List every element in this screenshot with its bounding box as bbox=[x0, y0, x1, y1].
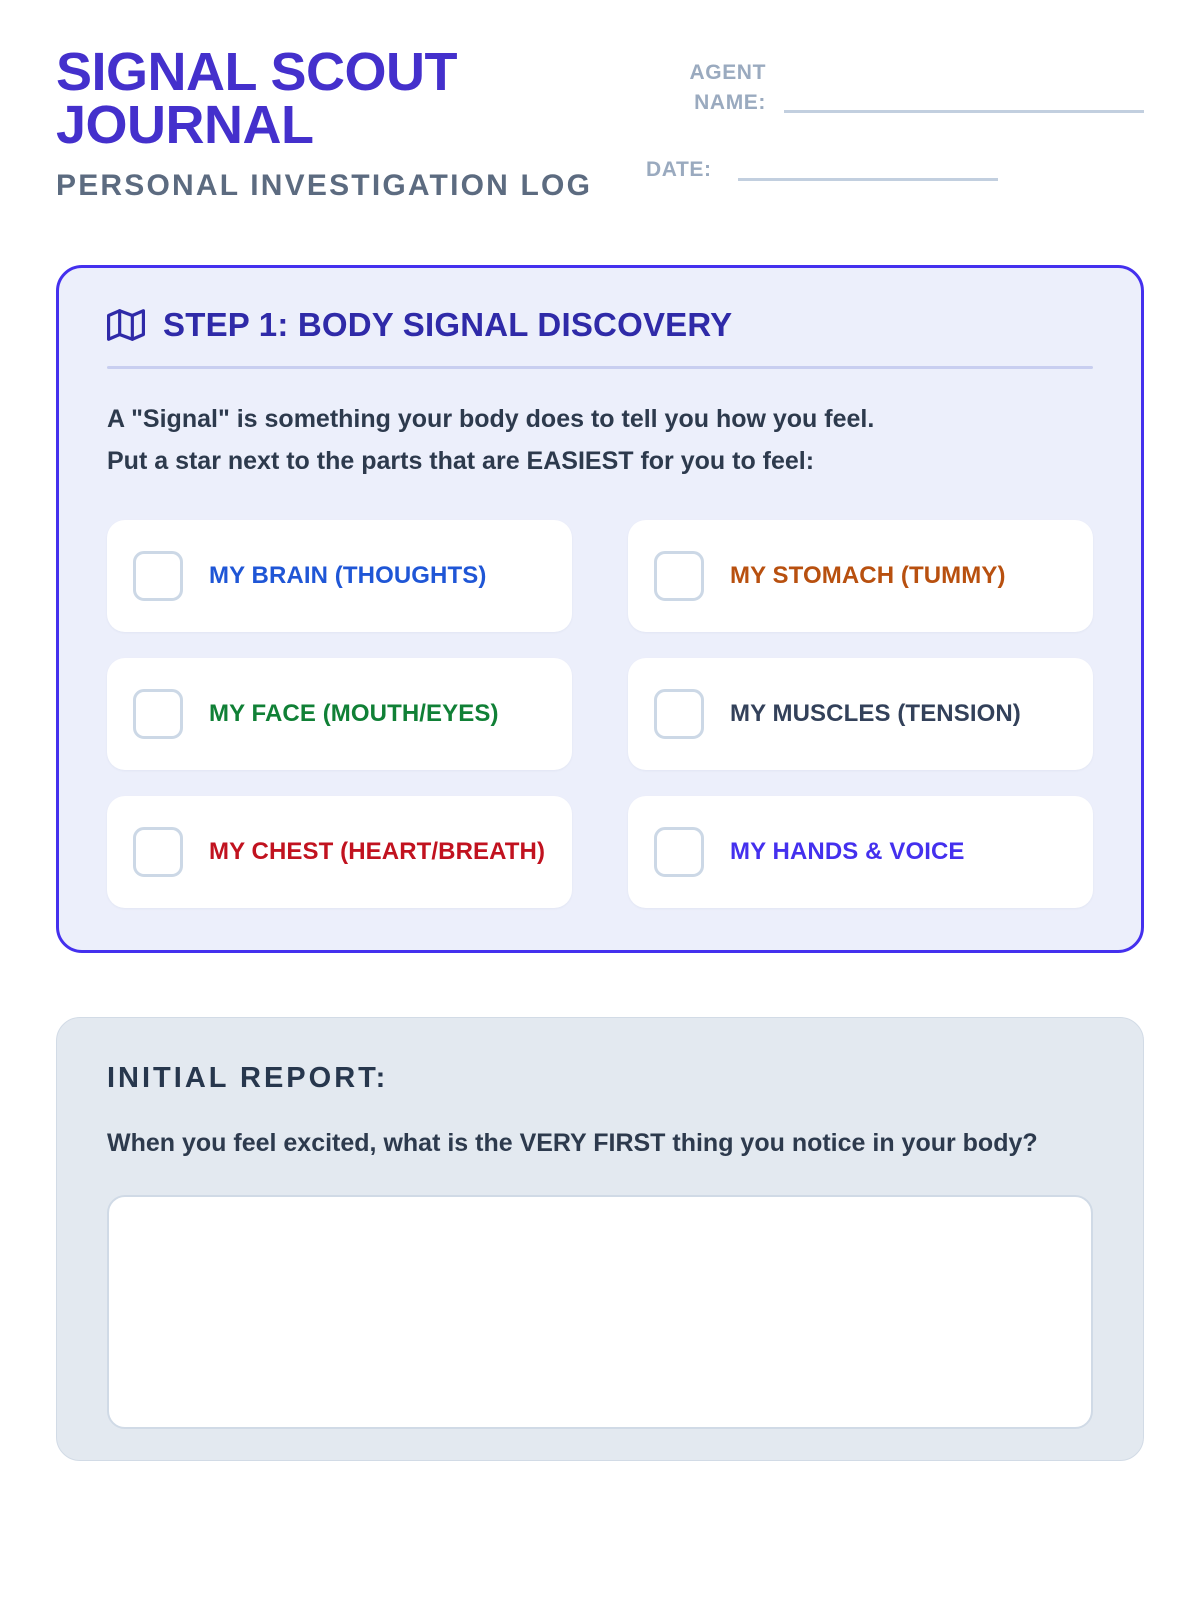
checkbox-my-face[interactable] bbox=[133, 688, 183, 739]
checkbox-my-hands-voice[interactable] bbox=[654, 826, 704, 877]
page-header: SIGNAL SCOUT JOURNAL PERSONAL INVESTIGAT… bbox=[56, 0, 1144, 207]
page-title: SIGNAL SCOUT JOURNAL bbox=[56, 42, 458, 155]
agent-name-input[interactable] bbox=[784, 109, 1144, 113]
date-input[interactable] bbox=[737, 178, 998, 182]
title-block: SIGNAL SCOUT JOURNAL PERSONAL INVESTIGAT… bbox=[56, 42, 616, 207]
option-my-chest[interactable]: MY CHEST (HEART/BREATH) bbox=[107, 795, 572, 908]
date-row: DATE: bbox=[624, 155, 1144, 185]
initial-report-answer-input[interactable] bbox=[107, 1194, 1093, 1429]
option-my-face[interactable]: MY FACE (MOUTH/EYES) bbox=[107, 657, 572, 770]
checkbox-my-chest[interactable] bbox=[133, 826, 183, 877]
initial-report-question: When you feel excited, what is the VERY … bbox=[107, 1128, 1038, 1157]
checkbox-my-stomach[interactable] bbox=[654, 550, 704, 601]
step1-intro-line2: Put a star next to the parts that are EA… bbox=[107, 446, 815, 475]
page-subtitle: PERSONAL INVESTIGATION LOG bbox=[56, 168, 593, 202]
option-my-stomach[interactable]: MY STOMACH (TUMMY) bbox=[628, 519, 1093, 632]
initial-report-title: INITIAL REPORT: bbox=[107, 1061, 389, 1094]
option-my-brain[interactable]: MY BRAIN (THOUGHTS) bbox=[107, 519, 572, 632]
step1-intro-line1: A "Signal" is something your body does t… bbox=[107, 405, 875, 434]
step1-intro: A "Signal" is something your body does t… bbox=[107, 399, 1093, 482]
option-label-my-brain: MY BRAIN (THOUGHTS) bbox=[209, 561, 487, 589]
step1-header: STEP 1: BODY SIGNAL DISCOVERY bbox=[107, 306, 1093, 344]
option-label-my-muscles: MY MUSCLES (TENSION) bbox=[730, 699, 1021, 727]
step1-title: STEP 1: BODY SIGNAL DISCOVERY bbox=[163, 306, 733, 344]
date-label: DATE: bbox=[646, 157, 712, 181]
option-label-my-chest: MY CHEST (HEART/BREATH) bbox=[209, 837, 546, 865]
agent-name-row: AGENT NAME: bbox=[624, 58, 1144, 119]
option-label-my-face: MY FACE (MOUTH/EYES) bbox=[209, 699, 499, 727]
initial-report-card: INITIAL REPORT: When you feel excited, w… bbox=[56, 1016, 1144, 1461]
step1-divider bbox=[107, 366, 1093, 370]
body-signal-options: MY BRAIN (THOUGHTS) MY STOMACH (TUMMY) M… bbox=[107, 519, 1093, 908]
option-label-my-hands-voice: MY HANDS & VOICE bbox=[730, 837, 965, 865]
step1-card: STEP 1: BODY SIGNAL DISCOVERY A "Signal"… bbox=[56, 265, 1144, 953]
option-label-my-stomach: MY STOMACH (TUMMY) bbox=[730, 561, 1006, 589]
option-my-hands-voice[interactable]: MY HANDS & VOICE bbox=[628, 795, 1093, 908]
checkbox-my-muscles[interactable] bbox=[654, 688, 704, 739]
checkbox-my-brain[interactable] bbox=[133, 550, 183, 601]
meta-block: AGENT NAME: DATE: bbox=[624, 46, 1144, 185]
map-icon bbox=[107, 306, 145, 344]
agent-name-label: AGENT NAME: bbox=[689, 61, 766, 115]
option-my-muscles[interactable]: MY MUSCLES (TENSION) bbox=[628, 657, 1093, 770]
